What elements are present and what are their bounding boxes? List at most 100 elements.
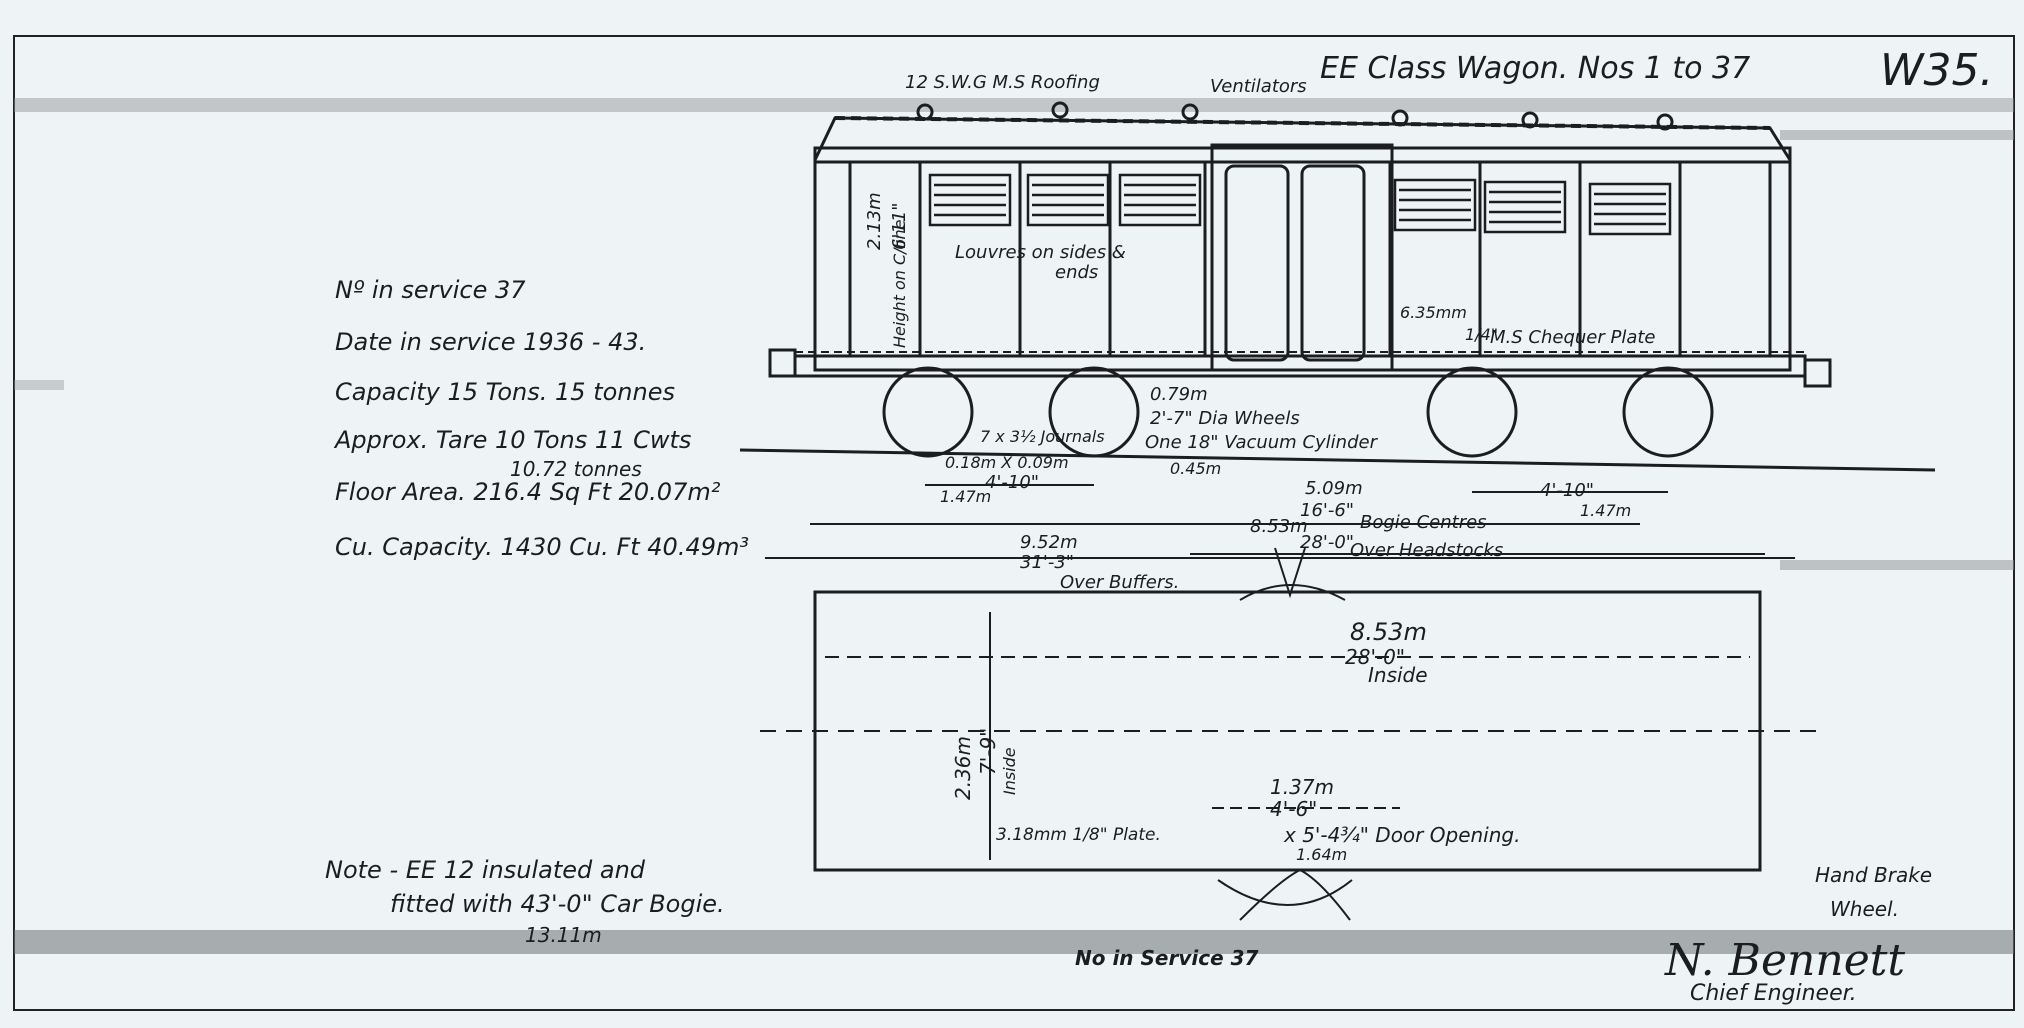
wheelbase-right-imperial: 4'-10" [1540,480,1594,501]
height-metric: 2.13m [864,192,885,250]
sheet-border [13,35,2015,1011]
sheet-number: W35. [1880,45,1993,96]
signatory-role: Chief Engineer. [1690,981,1857,1006]
louvres-label-2: ends [1055,262,1098,283]
wheelbase-left-imperial: 4'-10" [985,472,1039,493]
scan-smudge [14,930,2014,954]
inside-width-label: Inside [1000,747,1019,795]
over-headstocks-metric: 8.53m [1250,516,1308,537]
cubic-capacity: Cu. Capacity. 1430 Cu. Ft 40.49m³ [335,533,749,561]
centre-mark [1274,547,1306,599]
door-opening-height-metric: 1.64m [1296,845,1347,864]
door-panel [1224,164,1290,362]
inside-length-label: Inside [1368,663,1428,687]
wheel-diameter-metric: 0.79m [1150,384,1208,405]
door-opening-imperial: 4'-6" [1270,797,1317,821]
chequer-plate-fraction: 1/4" [1465,325,1498,344]
vacuum-cylinder: One 18" Vacuum Cylinder [1145,432,1379,453]
footer-block: No in Service 37 N. Bennett Chief Engine… [1075,935,1905,1006]
rail-line [739,448,1936,472]
door-panel [1300,164,1366,362]
note-block: Note - EE 12 insulated and fitted with 4… [325,856,725,947]
date-in-service: Date in service 1936 - 43. [335,328,646,356]
height-imperial: 6'11" [889,202,910,250]
capacity: Capacity 15 Tons. 15 tonnes [335,378,675,406]
chequer-plate-label: M.S Chequer Plate [1490,327,1656,348]
louvre-panel [928,173,1012,227]
door-mark [1217,879,1353,906]
louvre-panel [1393,178,1477,232]
journals-label: 7 x 3½ Journals [980,427,1105,446]
scan-smudge [14,380,64,390]
wheel [1426,366,1518,458]
note-line-1: Note - EE 12 insulated and [325,856,646,884]
hand-brake-label: Hand Brake [1815,863,1932,887]
over-headstocks-imperial: 28'-0" [1300,532,1354,553]
roof-dashed-line [834,116,1771,130]
specs-block: Nº in service 37 Date in service 1936 - … [333,276,749,561]
inside-width-imperial: 7'-9" [976,728,1000,775]
footer-service-count: No in Service 37 [1075,946,1259,970]
roofing-label: 12 S.W.G M.S Roofing [905,72,1100,93]
note-metric: 13.11m [525,923,602,947]
bogie-centres-metric: 5.09m [1305,478,1363,499]
plan-annotations: 8.53m 28'-0" Inside 2.36m 7'-9" Inside 3… [951,618,1932,921]
cylinder-metric: 0.45m [1170,459,1221,478]
inside-length-imperial: 28'-0" [1345,645,1405,669]
over-buffers-imperial: 31'-3" [1020,552,1074,573]
chequer-plate-mm: 6.35mm [1400,303,1467,322]
side-elevation [739,101,1936,472]
ventilator [916,103,934,121]
scan-smudge [1780,130,2014,140]
journals-metric: 0.18m X 0.09m [945,453,1069,472]
note-line-2: fitted with 43'-0" Car Bogie. [390,890,725,918]
over-buffers-label: Over Buffers. [1060,572,1179,593]
floor-area: Floor Area. 216.4 Sq Ft 20.07m² [335,478,721,506]
signature: N. Bennett [1664,935,1905,986]
door-opening-height: x 5'-4¾" Door Opening. [1283,823,1520,847]
sheet-labels: W35. EE Class Wagon. Nos 1 to 37 [1320,45,1993,96]
scan-smudge [14,98,2014,112]
floor-plate-label: 3.18mm 1/8" Plate. [996,825,1161,845]
louvres-label: Louvres on sides & [955,242,1126,263]
ventilator [1051,101,1069,119]
inside-width-metric: 2.36m [951,736,975,800]
scan-smudge [1780,560,2014,570]
inside-length-metric: 8.53m [1350,618,1427,646]
door-opening-metric: 1.37m [1270,775,1334,799]
ventilators-label: Ventilators [1210,76,1307,97]
ventilator [1181,103,1199,121]
louvre-panel [1483,180,1567,234]
height-note: Height on C/line [890,219,909,348]
wheelbase-right-metric: 1.47m [1580,501,1631,520]
buffer-right [1803,358,1832,388]
centre-mark [1239,584,1346,601]
side-annotations: 12 S.W.G M.S Roofing Ventilators Louvres… [864,72,1656,593]
in-service-count: Nº in service 37 [335,276,526,304]
ventilator [1521,111,1539,129]
ventilator [1656,113,1674,131]
dimension-lines [765,484,1795,601]
bogie-centres-imperial: 16'-6" [1300,500,1354,521]
tare-metric: 10.72 tonnes [510,457,642,481]
louvre-panel [1026,173,1110,227]
bogie-centres-label: Bogie Centres [1360,512,1487,533]
plan-view [760,590,1820,921]
wheelbase-left-metric: 1.47m [940,487,991,506]
door-mark [1239,868,1351,921]
hand-brake-label-2: Wheel. [1830,897,1899,921]
sliding-door [1210,143,1394,372]
louvres [928,173,1672,236]
ventilator [1391,109,1409,127]
wheel-diameter: 2'-7" Dia Wheels [1150,408,1300,429]
sheet-title: EE Class Wagon. Nos 1 to 37 [1320,51,1750,86]
buffer-left [768,348,797,378]
louvre-panel [1118,173,1202,227]
tare: Approx. Tare 10 Tons 11 Cwts [333,426,691,454]
body-stanchions [848,162,1772,356]
wheel [882,366,974,458]
over-buffers-metric: 9.52m [1020,532,1078,553]
over-headstocks-label: Over Headstocks [1350,540,1503,561]
